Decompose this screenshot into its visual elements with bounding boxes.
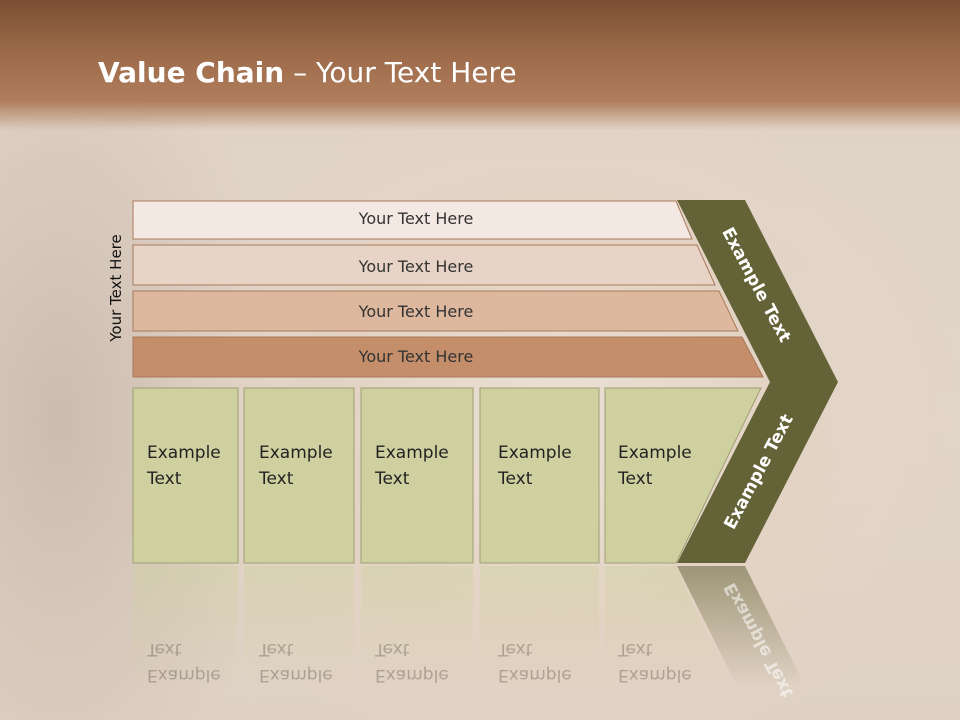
row-bar-2 bbox=[132, 244, 716, 286]
column-label-5: Example Text bbox=[618, 440, 708, 492]
column-label-3: Example Text bbox=[375, 440, 465, 492]
column-reflection-2 bbox=[244, 566, 354, 686]
column-label-1-line1: Example bbox=[147, 443, 221, 463]
page-title: Value Chain – Your Text Here bbox=[98, 56, 517, 89]
column-label-3-line2: Text bbox=[375, 469, 410, 489]
column-reflection-1 bbox=[133, 566, 238, 686]
row-label-1: Your Text Here bbox=[358, 209, 474, 228]
column-box-5 bbox=[604, 387, 762, 564]
column-label-2: Example Text bbox=[259, 440, 349, 492]
column-label-1-line2: Text bbox=[147, 469, 182, 489]
column-label-5-line2: Text bbox=[618, 469, 653, 489]
column-label-5-line1: Example bbox=[618, 443, 692, 463]
page-title-rest: – Your Text Here bbox=[284, 56, 517, 89]
row-label-2: Your Text Here bbox=[358, 257, 474, 276]
column-label-2-line2: Text bbox=[259, 469, 294, 489]
column-label-4-line2: Text bbox=[498, 469, 533, 489]
chevron-reflection bbox=[677, 566, 805, 686]
chevron-arrow bbox=[677, 200, 838, 563]
column-reflection-4 bbox=[480, 566, 599, 686]
column-label-4: Example Text bbox=[498, 440, 588, 492]
row-bar-4 bbox=[132, 336, 764, 378]
page-title-bold: Value Chain bbox=[98, 56, 285, 89]
column-reflection-3 bbox=[361, 566, 473, 686]
column-box-1 bbox=[132, 387, 239, 564]
column-label-2-line1: Example bbox=[259, 443, 333, 463]
column-reflection-5 bbox=[605, 566, 730, 686]
column-label-1: Example Text bbox=[147, 440, 237, 492]
column-label-3-line1: Example bbox=[375, 443, 449, 463]
row-label-4: Your Text Here bbox=[358, 347, 474, 366]
row-bar-3 bbox=[132, 290, 739, 332]
row-bar-1 bbox=[132, 200, 693, 240]
column-label-4-line1: Example bbox=[498, 443, 572, 463]
column-box-2 bbox=[243, 387, 355, 564]
title-band bbox=[0, 0, 960, 130]
column-box-3 bbox=[360, 387, 474, 564]
row-label-3: Your Text Here bbox=[358, 302, 474, 321]
column-box-4 bbox=[479, 387, 600, 564]
